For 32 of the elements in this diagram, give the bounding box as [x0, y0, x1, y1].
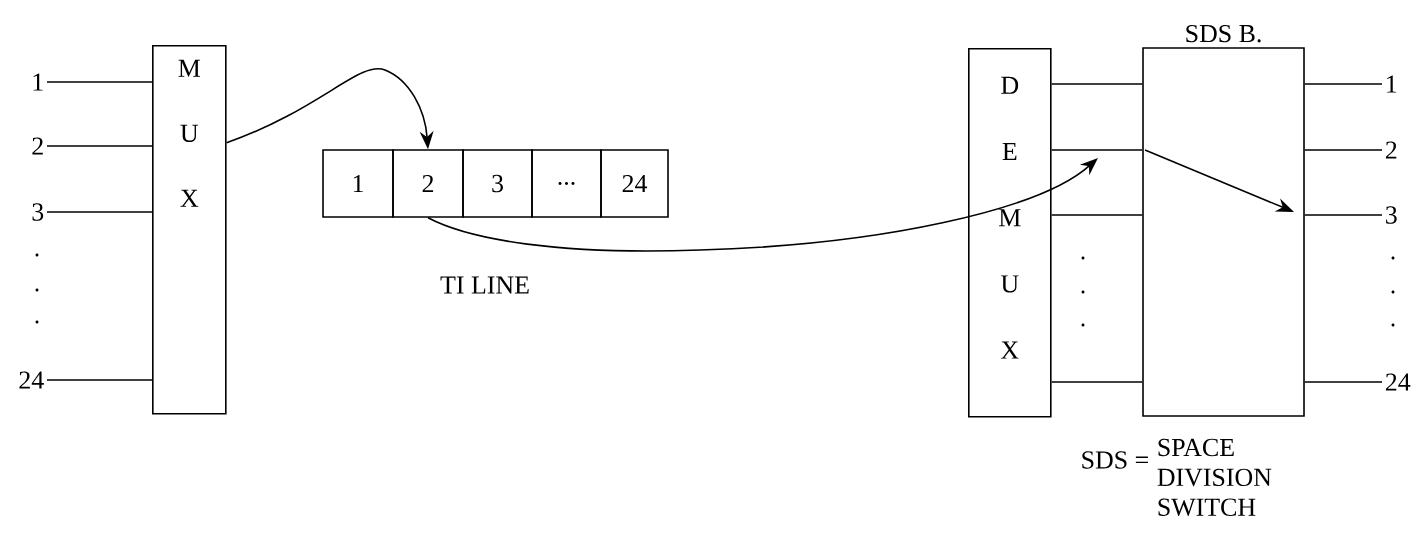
signal-line: [1304, 149, 1383, 151]
time-slot-cell: 2: [392, 149, 464, 218]
time-slot-cell: 3: [462, 149, 533, 218]
signal-line: [1050, 381, 1143, 383]
port-number: 24: [1385, 373, 1411, 391]
signal-line: [1304, 381, 1383, 383]
port-number: 1: [33, 73, 43, 91]
mux-box: M U X: [152, 45, 227, 415]
signal-line: [1050, 149, 1143, 151]
signal-line: [46, 379, 153, 381]
curved-arrow: [427, 158, 1098, 252]
port-number: 3: [1386, 206, 1397, 224]
port-number: 2: [1385, 141, 1397, 159]
node-label: SDS B.: [1186, 24, 1261, 43]
time-slot-cell: 1: [322, 149, 394, 218]
signal-line: [46, 145, 153, 147]
port-number: 24: [19, 371, 44, 389]
signal-line: [46, 211, 153, 213]
port-number: 1: [1387, 75, 1397, 93]
signal-line: [1304, 83, 1383, 85]
note-text: SDS =: [1082, 451, 1148, 469]
switch-box: SDS B.: [1142, 24, 1305, 417]
port-number: 3: [32, 203, 44, 221]
time-slot-cell: 24: [600, 149, 669, 218]
port-number: 2: [32, 137, 43, 155]
time-slot-cell: ...: [531, 149, 602, 218]
line-label: TI LINE: [440, 276, 529, 294]
demux-box: D E M U X: [968, 48, 1052, 418]
signal-line: [1050, 214, 1143, 216]
signal-line: [46, 81, 153, 83]
signal-line: [1304, 214, 1383, 216]
signal-line: [1050, 83, 1143, 85]
